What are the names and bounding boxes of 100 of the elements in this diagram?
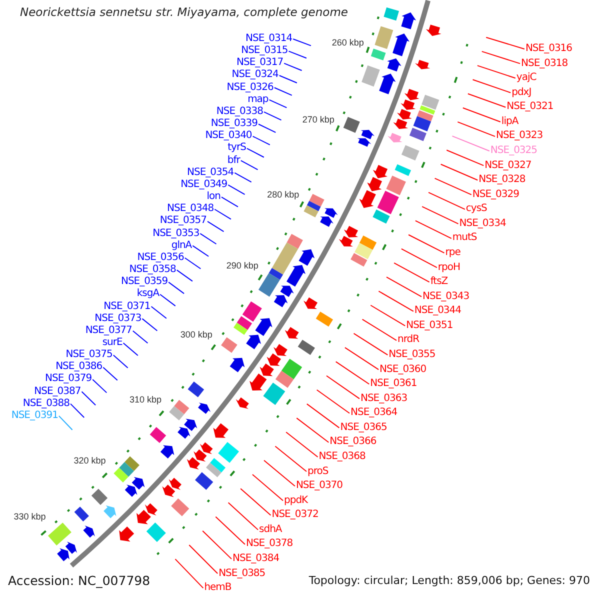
leader-line xyxy=(263,111,282,121)
gene-label: ppdK xyxy=(284,494,308,507)
leader-line xyxy=(202,530,232,560)
leader-line xyxy=(434,178,472,196)
leader-line xyxy=(481,50,521,64)
leader-line xyxy=(240,488,272,516)
leader-line xyxy=(112,354,128,368)
gene-label: NSE_0372 xyxy=(272,509,318,522)
leader-line xyxy=(288,50,307,59)
gene-label: map xyxy=(248,94,268,106)
leader-line xyxy=(150,306,167,319)
gene-label: NSE_0365 xyxy=(340,422,387,434)
leader-line xyxy=(246,148,264,158)
leader-line xyxy=(274,446,308,472)
position-label: 310 kbp xyxy=(129,394,162,406)
gene-label: rpoH xyxy=(438,262,460,274)
gene-label: rpe xyxy=(445,246,460,259)
leader-line xyxy=(252,474,284,502)
leader-line xyxy=(215,516,246,545)
leader-line xyxy=(278,74,298,84)
gene-label: NSE_0360 xyxy=(380,364,426,376)
gene-label: lipA xyxy=(501,116,518,128)
gene-label: NSE_0315 xyxy=(241,45,288,58)
gene-label: NSE_0329 xyxy=(472,188,519,201)
leader-line xyxy=(292,38,312,46)
leader-line xyxy=(207,220,224,232)
leader-line xyxy=(378,290,414,312)
gene-label: NSE_0323 xyxy=(496,130,543,142)
gene-label: NSE_0386 xyxy=(56,361,102,374)
leader-line xyxy=(316,389,350,414)
gene-label: NSE_0371 xyxy=(104,300,150,313)
gene-label: surE xyxy=(102,337,122,349)
position-label: 300 kbp xyxy=(180,329,212,340)
position-label: 280 kbp xyxy=(267,189,300,200)
gene-label: NSE_0368 xyxy=(318,450,366,463)
gene-label: bfr xyxy=(227,154,240,167)
gene-label: NSE_0357 xyxy=(160,215,207,228)
gene-label: yajC xyxy=(516,72,536,84)
leader-line xyxy=(486,36,525,50)
leader-line xyxy=(188,544,218,574)
gene-label: NSE_0344 xyxy=(414,305,462,318)
leader-line xyxy=(228,502,259,530)
gene-label: NSE_0327 xyxy=(484,160,532,172)
leader-line xyxy=(81,391,96,406)
gene-label: NSE_0338 xyxy=(216,106,263,118)
leader-line xyxy=(168,282,185,294)
gene-label: NSE_0384 xyxy=(232,552,280,565)
leader-line xyxy=(422,206,459,224)
leader-line xyxy=(176,270,193,282)
leader-line xyxy=(200,233,217,244)
diagram-title: Neorickettsia sennetsu str. Miyayama, complete genome xyxy=(20,5,348,20)
leader-line xyxy=(428,192,466,210)
gene-label: NSE_0340 xyxy=(205,130,252,142)
gene-label: NSE_0364 xyxy=(350,407,398,420)
gene-label: NSE_0355 xyxy=(388,348,436,361)
position-label: 320 kbp xyxy=(74,455,106,466)
gene-label: mutS xyxy=(452,232,477,244)
leader-line xyxy=(221,196,238,208)
leader-line xyxy=(92,378,108,394)
leader-line xyxy=(58,415,73,430)
gene-label: NSE_0326 xyxy=(226,82,274,94)
leader-line xyxy=(440,164,478,181)
gene-label: NSE_0339 xyxy=(210,118,258,130)
position-label: 270 kbp xyxy=(302,114,334,126)
leader-line xyxy=(274,87,292,96)
genome-summary-label: Topology: circular; Length: 859,006 bp; Genes: 970 xyxy=(308,573,590,588)
leader-line xyxy=(446,150,484,166)
leader-line xyxy=(228,184,246,195)
gene-label: ftsZ xyxy=(430,276,448,288)
gene-label: NSE_0375 xyxy=(66,349,112,362)
leader-line xyxy=(174,558,204,589)
leader-line xyxy=(268,99,288,108)
leader-line xyxy=(472,79,512,94)
gene-label: NSE_0388 xyxy=(22,398,70,410)
gene-label: NSE_0370 xyxy=(296,480,343,492)
gene-label: NSE_0316 xyxy=(525,43,572,55)
leader-line xyxy=(192,245,210,257)
leader-line xyxy=(408,234,445,254)
leader-line xyxy=(462,107,501,122)
gene-label: NSE_0373 xyxy=(94,312,142,325)
gene-label: NSE_0385 xyxy=(218,568,266,580)
gene-label: NSE_0359 xyxy=(120,276,168,288)
gene-label: hemB xyxy=(204,582,232,594)
leader-line xyxy=(452,136,490,152)
leader-line xyxy=(362,318,398,341)
gene-label: NSE_0391 xyxy=(11,410,58,422)
gene-label: NSE_0361 xyxy=(370,378,417,390)
gene-label: NSE_0351 xyxy=(406,320,453,332)
leader-line xyxy=(353,332,388,356)
leader-line xyxy=(414,220,452,239)
position-label: 290 kbp xyxy=(226,260,258,272)
leader-line xyxy=(400,248,438,268)
gene-label: NSE_0317 xyxy=(236,57,284,70)
leader-line xyxy=(394,262,430,283)
leader-line xyxy=(264,460,296,487)
leader-line xyxy=(286,432,318,458)
leader-line xyxy=(234,172,252,183)
gene-label: NSE_0334 xyxy=(459,218,506,230)
gene-label: NSE_0379 xyxy=(45,373,92,386)
gene-label: NSE_0324 xyxy=(232,69,278,82)
